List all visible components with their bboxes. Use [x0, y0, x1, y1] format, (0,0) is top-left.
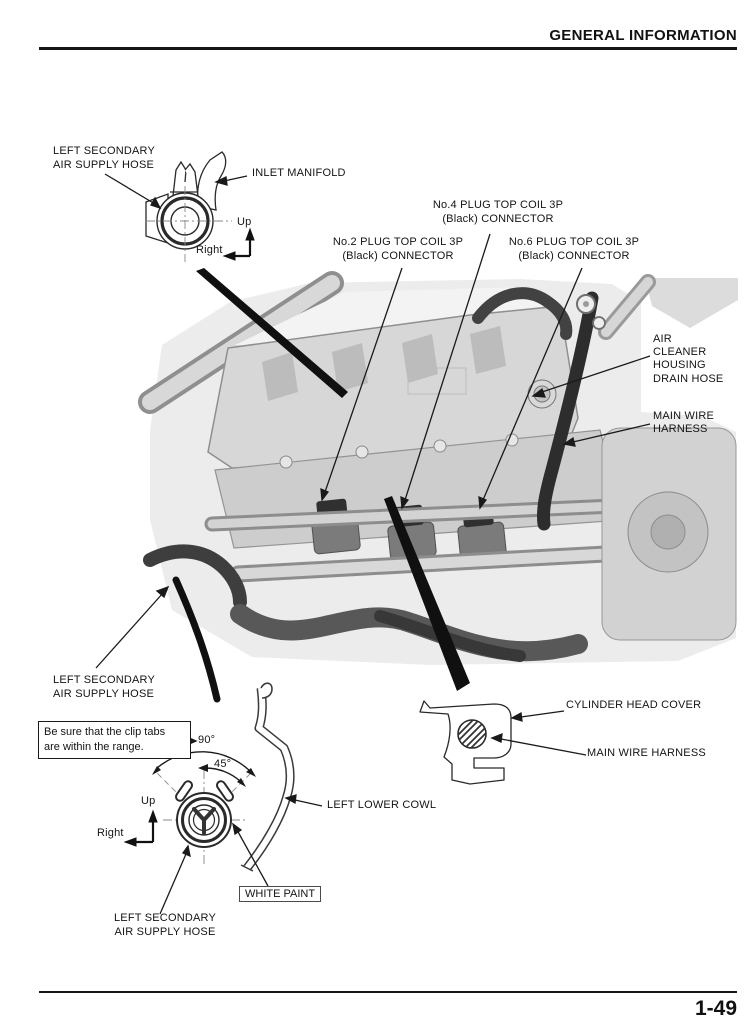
- page-number: 1-49: [694, 997, 737, 1020]
- angle-arc-90: [156, 751, 252, 773]
- clip-tab-right: [215, 780, 235, 802]
- angle-90-label: 90°: [198, 734, 216, 746]
- axis-right-label-top: Right: [196, 244, 223, 256]
- axis-indicator-bottom: [123, 809, 158, 847]
- header-rule: [39, 47, 737, 50]
- footer-rule: [39, 991, 737, 993]
- callout-top-left-hose: LEFT SECONDARY AIR SUPPLY HOSE: [53, 145, 156, 171]
- callout-no4-coil: No.4 PLUG TOP COIL 3P (Black) CONNECTOR: [432, 199, 564, 225]
- engine-illustration: [138, 271, 738, 665]
- callout-bottom-hose: LEFT SECONDARY AIR SUPPLY HOSE: [113, 912, 217, 938]
- clip-tab-left: [174, 780, 194, 802]
- callout-no2-coil: No.2 PLUG TOP COIL 3P (Black) CONNECTOR: [332, 236, 464, 262]
- axis-up-label-top: Up: [237, 216, 252, 228]
- callout-mid-left-hose: LEFT SECONDARY AIR SUPPLY HOSE: [53, 674, 156, 700]
- callout-left-lower-cowl: LEFT LOWER COWL: [327, 799, 437, 811]
- callout-main-wire-harness-lower: MAIN WIRE HARNESS: [587, 747, 706, 759]
- callout-air-cleaner-drain: AIR CLEANER HOUSING DRAIN HOSE: [653, 333, 724, 385]
- hose-end-detail: [152, 751, 256, 866]
- cover-section-detail: [419, 700, 512, 785]
- white-paint-box: WHITE PAINT: [239, 886, 322, 902]
- callout-cylinder-head-cover: CYLINDER HEAD COVER: [566, 699, 702, 711]
- hose-clamp-detail: [145, 151, 232, 262]
- callout-main-wire-harness-upper: MAIN WIRE HARNESS: [653, 410, 715, 436]
- cowl-strip: [240, 682, 295, 872]
- axis-right-label-bottom: Right: [97, 827, 124, 839]
- pointer-wedges: [172, 268, 470, 703]
- callout-no6-coil: No.6 PLUG TOP COIL 3P (Black) CONNECTOR: [508, 236, 640, 262]
- axis-up-label-bottom: Up: [141, 795, 156, 807]
- callout-inlet-manifold: INLET MANIFOLD: [252, 167, 346, 179]
- hatch-lines: [457, 719, 487, 749]
- page-title: GENERAL INFORMATION: [549, 27, 737, 44]
- angle-45-label: 45°: [214, 758, 232, 770]
- clip-note-box: Be sure that the clip tabs are within th…: [38, 721, 191, 759]
- axis-indicator-top: [222, 227, 255, 261]
